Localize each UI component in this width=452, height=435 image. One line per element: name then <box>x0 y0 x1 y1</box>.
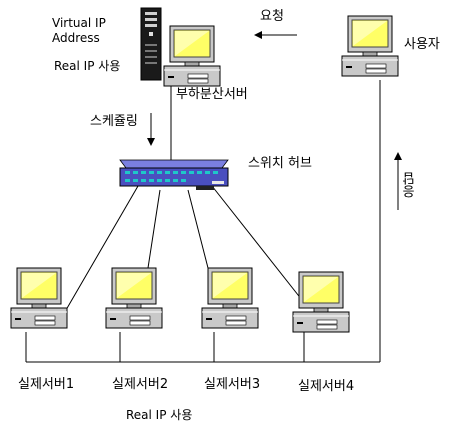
real-server-2-icon <box>105 267 163 329</box>
virtual-ip-label-line2: Address <box>52 31 100 45</box>
response-label: 응답 <box>403 172 418 198</box>
real-server-3-icon <box>201 267 259 329</box>
switch-hub-label: 스위치 허브 <box>248 156 312 171</box>
real-server-1-label: 실제서버1 <box>18 377 75 392</box>
real-server-2-label: 실제서버2 <box>112 377 169 392</box>
real-ip-top-label: Real IP 사용 <box>54 59 121 73</box>
user-label: 사용자 <box>404 37 440 52</box>
user-computer-icon <box>341 15 399 77</box>
load-balancer-label: 부하분산서버 <box>176 87 248 102</box>
connection-lines <box>25 80 381 363</box>
request-label: 요청 <box>260 9 284 24</box>
response-arrow <box>394 152 402 210</box>
switch-hub-icon <box>119 159 229 190</box>
real-server-4-icon <box>292 271 350 333</box>
request-arrow <box>254 31 297 39</box>
real-server-3-label: 실제서버3 <box>204 377 261 392</box>
server-tower-icon <box>140 7 162 81</box>
load-balancer-server <box>140 7 221 87</box>
desktop-computer-icon <box>163 25 221 87</box>
virtual-ip-label-line1: Virtual IP <box>52 16 106 30</box>
scheduling-label: 스케쥴링 <box>90 114 138 129</box>
real-server-4-label: 실제서버4 <box>298 379 355 394</box>
real-server-1-icon <box>10 267 68 329</box>
real-ip-bottom-label: Real IP 사용 <box>126 408 193 422</box>
scheduling-arrow <box>147 113 155 146</box>
